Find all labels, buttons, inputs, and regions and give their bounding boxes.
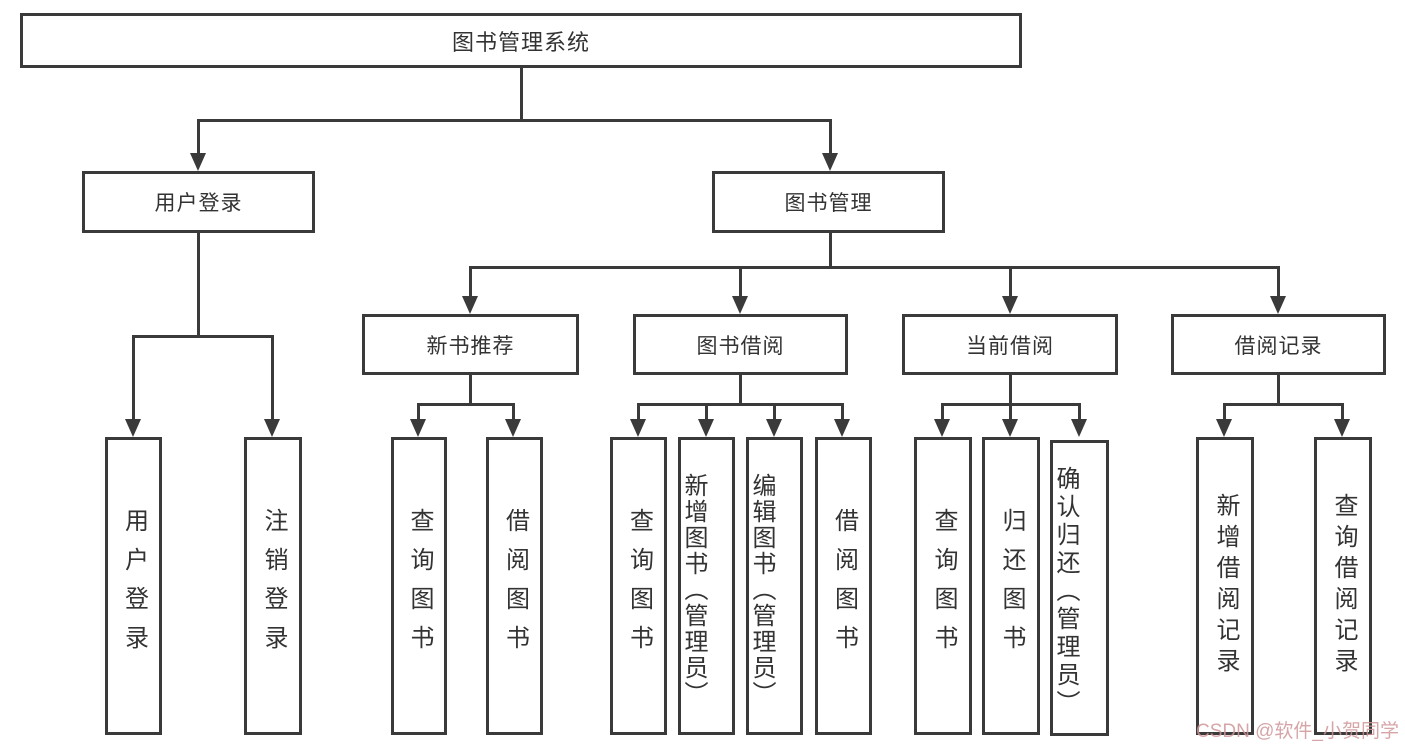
arrow-down-icon [732, 296, 748, 314]
connector-drop [1009, 266, 1012, 298]
node-book-management: 图书管理 [712, 171, 945, 233]
connector-drop [705, 403, 708, 421]
node-new-book-recommendation: 新书推荐 [362, 314, 579, 375]
leaf-label: 借阅图书 [830, 508, 858, 664]
leaf-label: 查询图书 [406, 508, 433, 664]
connector-drop [469, 266, 472, 298]
arrow-down-icon [630, 419, 646, 437]
node-label: 图书管理 [784, 192, 873, 215]
leaf-label: 编辑图书（管理员） [748, 472, 775, 707]
leaf-recommend-query-books: 查询图书 [391, 437, 447, 735]
leaf-label: 查询图书 [625, 508, 653, 664]
node-root-library-management-system: 图书管理系统 [20, 13, 1022, 68]
node-current-borrowing: 当前借阅 [902, 314, 1118, 375]
leaf-label: 查询借阅记录 [1330, 493, 1357, 679]
arrow-down-icon [1002, 296, 1018, 314]
connector-level2-split [198, 119, 831, 122]
connector-borrowing-stem [739, 375, 742, 405]
connector-root-stem [520, 68, 523, 120]
arrow-down-icon [1071, 419, 1087, 437]
node-book-borrowing: 图书借阅 [633, 314, 848, 375]
leaf-label: 用户登录 [120, 508, 148, 664]
connector-current-stem [1009, 375, 1012, 405]
leaf-label: 新增借阅记录 [1212, 493, 1239, 679]
connector-drop [841, 403, 844, 421]
node-label: 新书推荐 [426, 334, 515, 358]
arrow-down-icon [1002, 419, 1018, 437]
node-label: 图书借阅 [696, 334, 785, 358]
leaf-label: 注销登录 [260, 508, 287, 664]
connector-user-login-split [132, 335, 274, 338]
connector-drop [417, 403, 420, 421]
arrow-down-icon [698, 419, 714, 437]
node-user-login: 用户登录 [82, 171, 315, 233]
connector-recommend-split [418, 403, 515, 406]
arrow-down-icon [822, 153, 838, 171]
leaf-logout: 注销登录 [244, 437, 302, 735]
leaf-label: 查询图书 [930, 508, 957, 664]
connector-drop [271, 335, 274, 421]
arrow-down-icon [1334, 419, 1350, 437]
connector-drop [1009, 403, 1012, 421]
connector-drop [1078, 403, 1081, 421]
arrow-down-icon [1216, 419, 1232, 437]
connector-drop [637, 403, 640, 421]
arrow-down-icon [264, 419, 280, 437]
leaf-label: 新增图书（管理员） [680, 472, 707, 707]
leaf-recommend-borrow-books: 借阅图书 [486, 437, 543, 735]
leaf-user-login: 用户登录 [105, 437, 162, 735]
connector-drop [132, 335, 135, 421]
arrow-down-icon [766, 419, 782, 437]
connector-drop [1341, 403, 1344, 421]
leaf-borrowing-add-books-admin: 新增图书（管理员） [678, 437, 735, 735]
leaf-borrowing-query-books: 查询图书 [610, 437, 667, 735]
connector-book-management-stem [829, 233, 832, 269]
arrow-down-icon [834, 419, 850, 437]
csdn-watermark: CSDN @软件_小贺同学 [1196, 721, 1399, 742]
connector-drop [197, 119, 200, 155]
connector-records-split [1224, 403, 1344, 406]
leaf-current-query-books: 查询图书 [914, 437, 972, 735]
node-label: 图书管理系统 [451, 29, 590, 55]
arrow-down-icon [462, 296, 478, 314]
leaf-records-add-borrow-record: 新增借阅记录 [1196, 437, 1254, 735]
connector-drop [773, 403, 776, 421]
arrow-down-icon [934, 419, 950, 437]
connector-records-stem [1277, 375, 1280, 405]
arrow-down-icon [190, 153, 206, 171]
leaf-label: 归还图书 [998, 508, 1025, 664]
leaf-label: 确认归还（管理员） [1052, 465, 1079, 718]
connector-drop [1223, 403, 1226, 421]
node-label: 借阅记录 [1234, 334, 1323, 358]
arrow-down-icon [1270, 296, 1286, 314]
leaf-current-confirm-return-admin: 确认归还（管理员） [1050, 440, 1109, 736]
node-label: 当前借阅 [966, 334, 1054, 358]
arrow-down-icon [125, 419, 141, 437]
leaf-current-return-books: 归还图书 [982, 437, 1040, 735]
leaf-records-query-borrow-record: 查询借阅记录 [1314, 437, 1372, 735]
node-borrowing-records: 借阅记录 [1171, 314, 1386, 375]
connector-user-login-stem [197, 233, 200, 338]
arrow-down-icon [505, 419, 521, 437]
connector-drop [829, 119, 832, 155]
connector-recommend-stem [469, 375, 472, 405]
leaf-borrowing-borrow-books: 借阅图书 [815, 437, 872, 735]
connector-drop [512, 403, 515, 421]
connector-drop [941, 403, 944, 421]
connector-drop [739, 266, 742, 298]
node-label: 用户登录 [154, 192, 243, 215]
connector-level3-split [469, 266, 1280, 269]
leaf-label: 借阅图书 [501, 508, 529, 664]
leaf-borrowing-edit-books-admin: 编辑图书（管理员） [746, 437, 803, 735]
connector-drop [1277, 266, 1280, 298]
connector-borrowing-split [637, 403, 844, 406]
arrow-down-icon [410, 419, 426, 437]
